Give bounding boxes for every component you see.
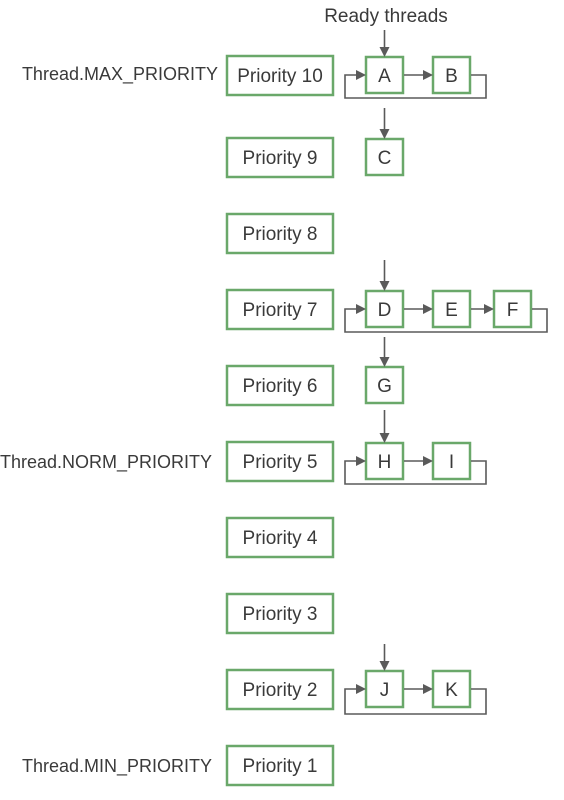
thread-box-c: C (364, 137, 405, 177)
thread-label: C (378, 148, 392, 169)
priority-box-label: Priority 7 (243, 300, 318, 321)
priority-box-label: Priority 4 (243, 528, 318, 549)
priority-box-9: Priority 9 (225, 136, 335, 179)
priority-box-label: Priority 5 (243, 452, 318, 473)
thread-box-d: D (364, 289, 405, 329)
ready-threads-label: Ready threads (324, 6, 448, 27)
loop-priority-5 (344, 456, 487, 485)
thread-label: E (445, 300, 458, 321)
priority-box-10: Priority 10 (225, 54, 335, 97)
thread-box-f: F (492, 289, 533, 329)
thread-box-i: I (431, 441, 472, 481)
thread-box-g: G (364, 365, 405, 405)
thread-label: K (445, 680, 458, 701)
priority-box-5: Priority 5 (225, 440, 335, 483)
priority-box-7: Priority 7 (225, 288, 335, 331)
priority-box-label: Priority 10 (237, 66, 323, 87)
loop-priority-10 (344, 70, 487, 99)
loop-priority-7 (344, 304, 548, 333)
priority-box-3: Priority 3 (225, 592, 335, 635)
thread-box-k: K (431, 669, 472, 709)
thread-label: B (445, 66, 458, 87)
thread-label: F (507, 300, 519, 321)
priority-box-label: Priority 9 (243, 148, 318, 169)
thread-label: G (377, 376, 392, 397)
priority-box-2: Priority 2 (225, 668, 335, 711)
thread-box-j: J (364, 669, 405, 709)
thread-box-e: E (431, 289, 472, 329)
thread-label: A (378, 66, 391, 87)
thread-label: D (378, 300, 392, 321)
thread-box-b: B (431, 55, 472, 95)
thread-label: J (380, 680, 390, 701)
loop-priority-2 (344, 684, 487, 715)
priority-box-label: Priority 3 (243, 604, 318, 625)
thread-box-h: H (364, 441, 405, 481)
priority-box-label: Priority 2 (243, 680, 318, 701)
priority-box-1: Priority 1 (225, 744, 335, 787)
thread-label: H (378, 452, 392, 473)
priority-box-label: Priority 6 (243, 376, 318, 397)
max-priority-label: Thread.MAX_PRIORITY (22, 64, 218, 85)
priority-box-label: Priority 8 (243, 224, 318, 245)
thread-label: I (449, 452, 454, 473)
min-priority-label: Thread.MIN_PRIORITY (22, 756, 212, 777)
priority-box-4: Priority 4 (225, 516, 335, 559)
thread-box-a: A (364, 55, 405, 95)
priority-box-8: Priority 8 (225, 212, 335, 255)
priority-box-label: Priority 1 (243, 756, 318, 777)
norm-priority-label: Thread.NORM_PRIORITY (0, 452, 212, 473)
priority-box-6: Priority 6 (225, 364, 335, 407)
